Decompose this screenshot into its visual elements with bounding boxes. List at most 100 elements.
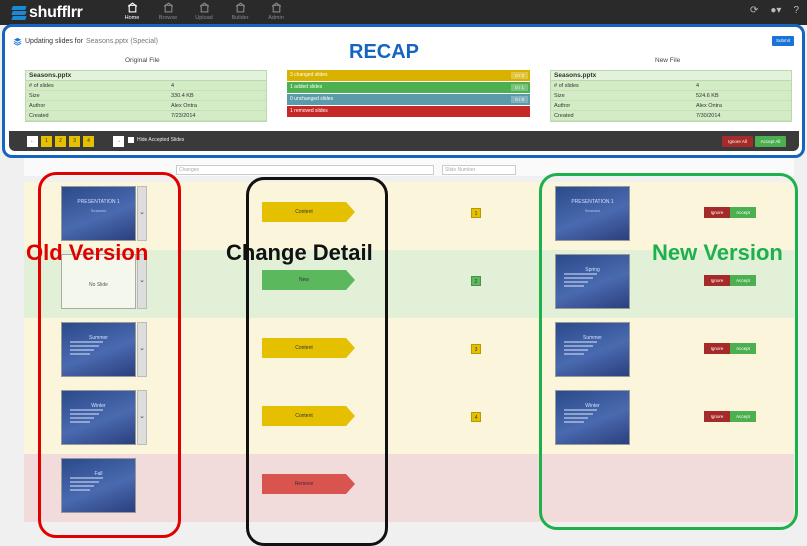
layers-icon xyxy=(13,37,22,46)
slide-dropdown-chevron-icon[interactable]: ⌄ xyxy=(137,390,147,445)
updating-label: Updating slides for xyxy=(25,38,83,45)
accept-button[interactable]: Accept xyxy=(730,275,756,286)
slide-dropdown-chevron-icon[interactable]: ⌄ xyxy=(137,322,147,377)
original-info-value: Alex Ontra xyxy=(171,103,197,109)
submit-button[interactable]: Submit xyxy=(772,36,794,46)
new-info-value: 4 xyxy=(696,83,700,89)
change-type-label: New xyxy=(262,270,346,290)
help-icon[interactable]: ? xyxy=(793,5,799,16)
slide-text-lines xyxy=(70,341,125,357)
new-info-row: Created 7/30/2014 xyxy=(551,111,791,121)
ignore-button[interactable]: Ignore xyxy=(704,411,730,422)
new-version-annotation: New Version xyxy=(652,240,783,265)
new-info-label: Created xyxy=(554,113,574,119)
brand-logo[interactable]: shufflrr xyxy=(11,4,83,21)
nav-admin[interactable]: Admin xyxy=(262,2,290,24)
prev-page-button[interactable]: ← xyxy=(27,136,38,147)
new-info-value: 524.6 KB xyxy=(696,93,719,99)
slide-text-lines xyxy=(564,273,619,289)
text-line xyxy=(564,413,593,415)
old-slide-thumbnail[interactable]: No Slide xyxy=(61,254,136,309)
summary-bar: 1 added slides 0 / 1 xyxy=(287,82,530,93)
slide-dropdown-chevron-icon[interactable]: ⌄ xyxy=(137,186,147,241)
ignore-button[interactable]: Ignore xyxy=(704,343,730,354)
new-info-row: Size 524.6 KB xyxy=(551,91,791,101)
arrow-head-icon xyxy=(346,406,355,426)
new-info-value: 7/30/2014 xyxy=(696,113,721,119)
new-slide-title: Spring xyxy=(585,267,600,273)
old-slide-title: PRESENTATION 1 xyxy=(77,199,120,205)
page-button-2[interactable]: 2 xyxy=(55,136,66,147)
ignore-button[interactable]: Ignore xyxy=(704,207,730,218)
updating-header: Updating slides for Seasons.pptx (Specia… xyxy=(13,37,158,46)
text-line xyxy=(70,481,99,483)
hide-accepted-toggle[interactable]: Hide Accepted Slides xyxy=(128,137,184,143)
summary-label: 1 added slides xyxy=(290,84,323,90)
ignore-button[interactable]: Ignore xyxy=(704,275,730,286)
change-type-label: Remove xyxy=(262,474,346,494)
new-slide-subtitle: Seasons xyxy=(584,208,601,213)
text-line xyxy=(70,349,95,351)
original-info-label: Author xyxy=(29,103,46,109)
change-detail-annotation: Change Detail xyxy=(226,240,373,265)
text-line xyxy=(70,477,103,479)
summary-count: 0 / 3 xyxy=(511,72,528,79)
accept-button[interactable]: Accept xyxy=(730,343,756,354)
new-file-title: Seasons.pptx xyxy=(551,71,791,81)
nav-home-label: Home xyxy=(124,15,140,21)
page-button-4[interactable]: 4 xyxy=(83,136,94,147)
nav-builder-label: Builder xyxy=(231,15,249,21)
next-page-button[interactable]: → xyxy=(113,136,124,147)
accept-button[interactable]: Accept xyxy=(730,411,756,422)
text-line xyxy=(564,341,597,343)
new-slide-thumbnail[interactable]: Winter xyxy=(555,390,630,445)
new-slide-thumbnail[interactable]: Spring xyxy=(555,254,630,309)
summary-count: 0 / 0 xyxy=(511,96,528,103)
slide-number-filter-input[interactable]: Slide Number xyxy=(442,165,516,175)
change-detail-outline xyxy=(246,177,388,546)
nav-home[interactable]: Home xyxy=(118,2,146,24)
new-slide-thumbnail[interactable]: Summer xyxy=(555,322,630,377)
slide-number-badge: 1 xyxy=(471,208,481,218)
recap-panel: Updating slides for Seasons.pptx (Specia… xyxy=(2,24,805,158)
nav-builder[interactable]: Builder xyxy=(226,2,254,24)
old-slide-thumbnail[interactable]: Summer xyxy=(61,322,136,377)
summary-count: 0 / 1 xyxy=(511,84,528,91)
ignore-all-button[interactable]: Ignore All xyxy=(722,136,753,147)
page-button-3[interactable]: 3 xyxy=(69,136,80,147)
checkbox-icon[interactable] xyxy=(128,137,134,143)
user-icon[interactable]: ●▾ xyxy=(770,5,782,16)
text-line xyxy=(70,353,90,355)
refresh-icon[interactable]: ⟳ xyxy=(749,5,759,16)
nav-upload[interactable]: Upload xyxy=(190,2,218,24)
text-line xyxy=(564,349,589,351)
old-slide-thumbnail[interactable]: Winter xyxy=(61,390,136,445)
old-slide-thumbnail[interactable]: Fall xyxy=(61,458,136,513)
change-type-label: Content xyxy=(262,338,346,358)
original-info-row: Author Alex Ontra xyxy=(26,101,266,111)
slide-dropdown-chevron-icon[interactable]: ⌄ xyxy=(137,254,147,309)
new-info-label: Author xyxy=(554,103,571,109)
new-info-label: # of slides xyxy=(554,83,579,89)
text-line xyxy=(564,345,593,347)
nav-browse[interactable]: Browse xyxy=(154,2,182,24)
accept-all-button[interactable]: Accept All xyxy=(755,136,786,147)
browse-icon xyxy=(163,2,174,13)
old-version-outline xyxy=(38,172,181,538)
slide-number-badge: 3 xyxy=(471,344,481,354)
new-info-label: Size xyxy=(554,93,565,99)
accept-button[interactable]: Accept xyxy=(730,207,756,218)
page-button-1[interactable]: 1 xyxy=(41,136,52,147)
changes-filter-input[interactable]: Changes xyxy=(176,165,434,175)
text-line xyxy=(564,353,584,355)
old-slide-title: Winter xyxy=(91,403,106,409)
